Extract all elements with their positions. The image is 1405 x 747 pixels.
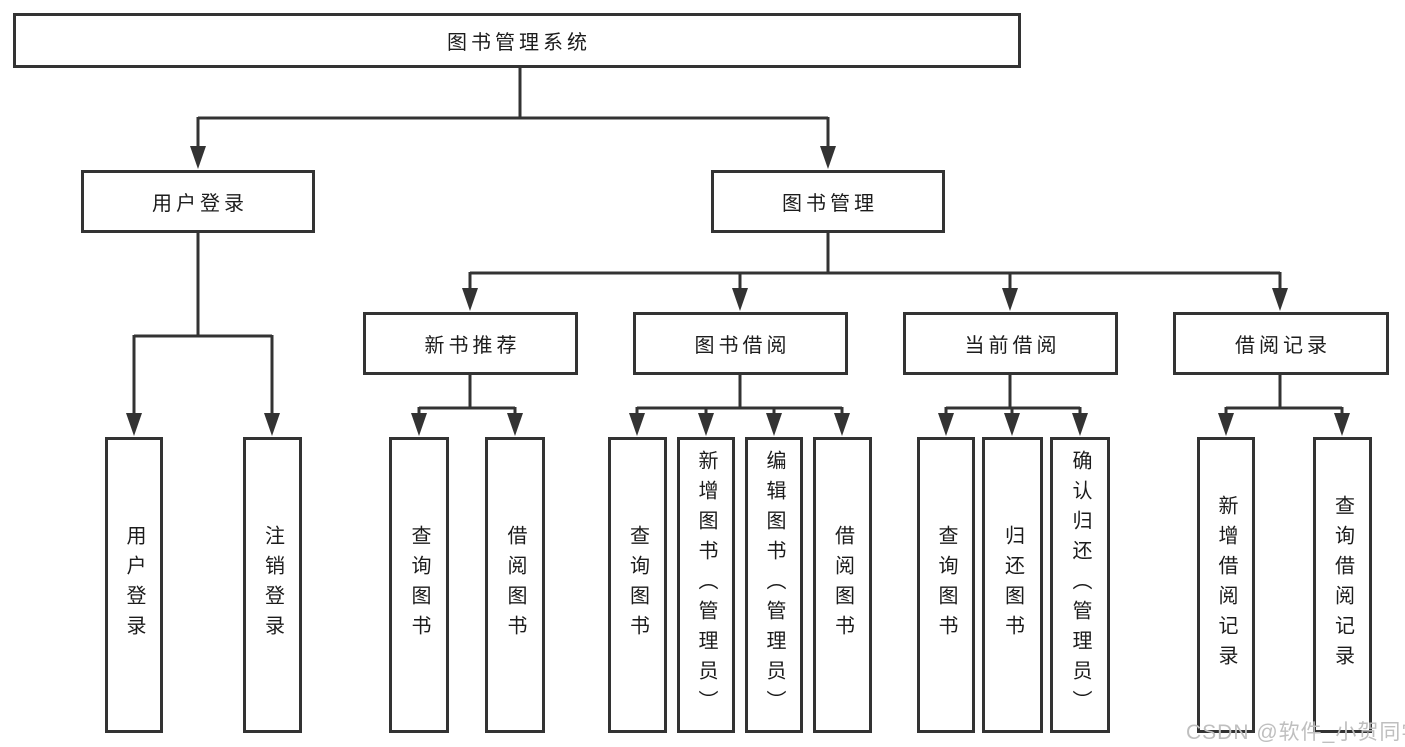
leaf-return-book: 归还图书 [982,437,1043,733]
connector-borrow-records [1218,375,1350,436]
leaf-query-book-1: 查询图书 [389,437,449,733]
connector-root [190,68,836,169]
node-user-login: 用户登录 [81,170,315,233]
node-new-book-rec: 新书推荐 [363,312,578,375]
connector-user-login [126,233,280,436]
leaf-query-borrow-record: 查询借阅记录 [1313,437,1372,733]
node-book-borrow: 图书借阅 [633,312,848,375]
leaf-query-book-3: 查询图书 [917,437,975,733]
leaf-borrow-book-1: 借阅图书 [485,437,545,733]
watermark: CSDN @软件_小贺同学 [1186,721,1405,744]
node-book-mgmt: 图书管理 [711,170,945,233]
leaf-query-book-2: 查询图书 [608,437,667,733]
leaf-logout: 注销登录 [243,437,302,733]
leaf-user-login: 用户登录 [105,437,163,733]
connector-new-book-rec [411,375,523,436]
connector-current-borrow [938,375,1088,436]
leaf-add-book-admin: 新增图书（管理员） [677,437,735,733]
leaf-add-borrow-record: 新增借阅记录 [1197,437,1255,733]
node-borrow-records: 借阅记录 [1173,312,1389,375]
leaf-edit-book-admin: 编辑图书（管理员） [745,437,803,733]
leaf-borrow-book-2: 借阅图书 [813,437,872,733]
leaf-confirm-return-admin: 确认归还（管理员） [1050,437,1110,733]
connector-book-borrow [629,375,850,436]
connector-book-mgmt [462,233,1288,311]
node-root: 图书管理系统 [13,13,1021,68]
node-current-borrow: 当前借阅 [903,312,1118,375]
